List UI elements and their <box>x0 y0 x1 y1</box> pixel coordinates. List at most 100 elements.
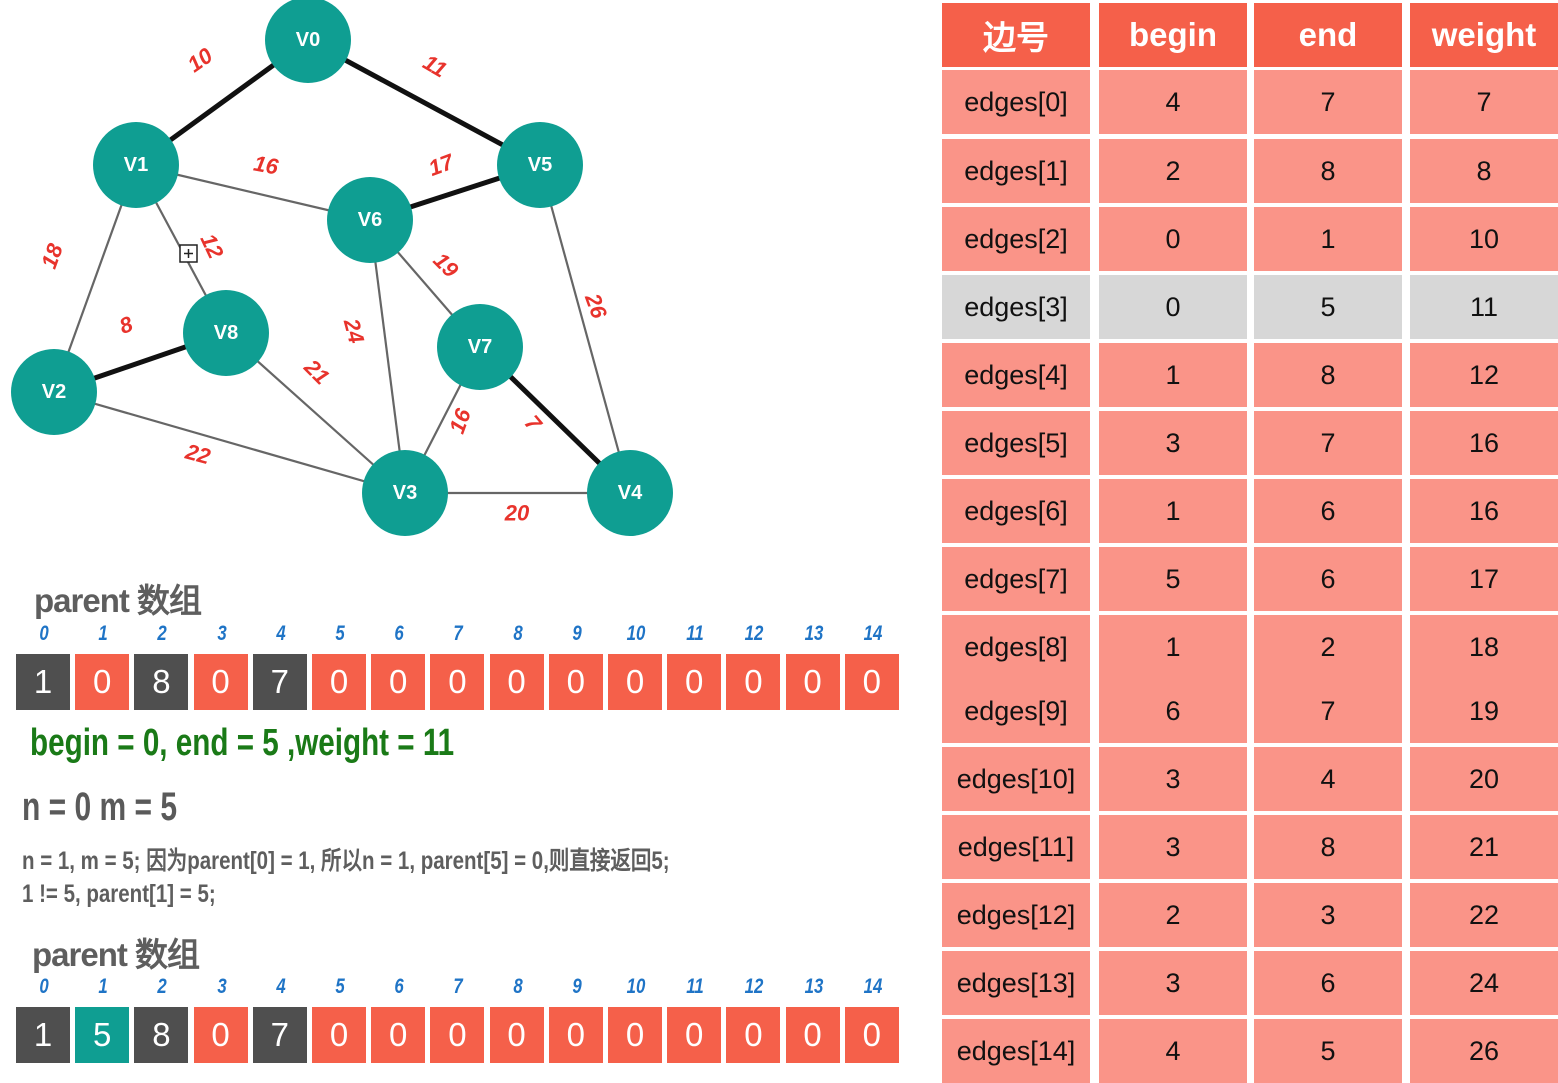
table-cell: 2 <box>1099 139 1247 203</box>
table-header-0: 边号 <box>942 3 1090 67</box>
parent-array-2-cell: 1 <box>16 1007 70 1063</box>
table-cell: 7 <box>1254 70 1402 134</box>
node-v8: V8 <box>183 290 269 376</box>
node-circle <box>11 349 97 435</box>
parent-array-1-index: 13 <box>804 622 823 645</box>
edge-v0-v5 <box>306 37 542 168</box>
parent-array-1-cell: 0 <box>726 654 781 710</box>
edge-weight-label: 10 <box>183 42 218 77</box>
explanation-line-1: n = 1, m = 5; 因为parent[0] = 1, 所以n = 1, … <box>22 847 670 875</box>
table-cell: 8 <box>1254 139 1402 203</box>
parent-array-2-index: 11 <box>686 975 704 998</box>
edge-weight-label: 22 <box>182 438 214 469</box>
node-v2: V2 <box>11 349 97 435</box>
table-cell: edges[1] <box>942 139 1090 203</box>
parent-array-1-cell: 0 <box>312 654 366 710</box>
node-label: V8 <box>214 322 238 344</box>
table-cell: 8 <box>1254 343 1402 407</box>
find-result-text: n = 0 m = 5 <box>22 785 178 829</box>
table-cell: 4 <box>1254 747 1402 811</box>
parent-array-1-title: parent 数组 <box>34 582 202 619</box>
table-cell: 7 <box>1254 679 1402 743</box>
table-cell: 5 <box>1254 1019 1402 1083</box>
parent-array-2-cell: 0 <box>548 1007 603 1063</box>
parent-array-2-index: 13 <box>804 975 823 998</box>
parent-array-1-index: 0 <box>39 622 49 645</box>
parent-array-2-cell: 0 <box>844 1007 899 1063</box>
table-cell: edges[5] <box>942 411 1090 475</box>
table-cell: 21 <box>1410 815 1558 879</box>
parent-array-2-cell: 8 <box>134 1007 189 1063</box>
table-cell: 19 <box>1410 679 1558 743</box>
table-cell: 11 <box>1410 275 1558 339</box>
node-v0: V0 <box>265 0 351 83</box>
edge-weight-label: 17 <box>425 148 458 180</box>
parent-array-2-index: 6 <box>394 975 404 998</box>
node-label: V7 <box>468 336 492 358</box>
node-circle <box>183 290 269 376</box>
parent-array-1-cell: 0 <box>193 654 248 710</box>
table-cell: 8 <box>1410 139 1558 203</box>
expand-icon[interactable] <box>179 244 198 263</box>
table-cell: 3 <box>1099 411 1247 475</box>
node-v6: V6 <box>327 177 413 263</box>
graph-edges <box>52 37 632 495</box>
parent-array-1-index: 7 <box>453 622 464 645</box>
table-cell: 22 <box>1410 883 1558 947</box>
table-cell: edges[14] <box>942 1019 1090 1083</box>
table-cell: 17 <box>1410 547 1558 611</box>
table-cell: 3 <box>1099 747 1247 811</box>
parent-array-2-index: 9 <box>572 975 582 998</box>
parent-array-2-title: parent 数组 <box>32 936 200 973</box>
node-label: V1 <box>124 154 148 176</box>
parent-array-2-index: 1 <box>98 975 108 998</box>
parent-array-1-index: 14 <box>863 622 883 645</box>
parent-array-2-index: 2 <box>157 975 168 998</box>
parent-array-1-index: 1 <box>98 622 108 645</box>
parent-array-1-cell: 0 <box>75 654 130 710</box>
parent-array-1-cell: 0 <box>608 654 662 710</box>
edge-weight-label: 24 <box>338 315 369 346</box>
table-cell: 1 <box>1099 479 1247 543</box>
explanation-line-2: 1 != 5, parent[1] = 5; <box>22 880 216 908</box>
parent-array-1-index: 12 <box>745 622 764 645</box>
table-header-1: begin <box>1099 3 1247 67</box>
table-cell: 5 <box>1099 547 1247 611</box>
parent-array-2-cell: 0 <box>371 1007 426 1063</box>
parent-array-2-index: 8 <box>512 975 523 998</box>
edge-v2-v3 <box>53 390 406 495</box>
node-circle <box>265 0 351 83</box>
table-cell: edges[7] <box>942 547 1090 611</box>
table-cell: 4 <box>1099 1019 1247 1083</box>
table-cell: edges[4] <box>942 343 1090 407</box>
parent-array-2-index: 3 <box>216 975 227 998</box>
parent-array-2-cell: 0 <box>785 1007 840 1063</box>
node-circle <box>362 450 448 536</box>
table-cell: 0 <box>1099 207 1247 271</box>
table-cell: 12 <box>1410 343 1558 407</box>
parent-array-2-cell: 0 <box>489 1007 544 1063</box>
table-cell: edges[11] <box>942 815 1090 879</box>
table-cell: 7 <box>1254 411 1402 475</box>
parent-array-2-cell: 0 <box>667 1007 722 1063</box>
parent-array-2-index: 14 <box>863 975 883 998</box>
parent-array-2-cell: 0 <box>312 1007 366 1063</box>
table-cell: 16 <box>1410 479 1558 543</box>
parent-array-1-cell: 0 <box>489 654 544 710</box>
edge-weight-label: 20 <box>504 501 530 526</box>
table-cell: edges[10] <box>942 747 1090 811</box>
table-cell: 6 <box>1099 679 1247 743</box>
edge-weight-label: 26 <box>580 289 612 322</box>
table-header-2: end <box>1254 3 1402 67</box>
edge-weight-label: 16 <box>252 151 281 180</box>
edge-weight-label: 12 <box>195 230 228 263</box>
table-cell: 1 <box>1099 615 1247 679</box>
parent-array-1-index: 3 <box>216 622 227 645</box>
parent-array-2-cell: 0 <box>608 1007 662 1063</box>
node-label: V0 <box>296 29 320 51</box>
edge-weight-label: 21 <box>299 354 335 390</box>
node-circle <box>587 450 673 536</box>
parent-array-2-index: 10 <box>626 975 646 998</box>
